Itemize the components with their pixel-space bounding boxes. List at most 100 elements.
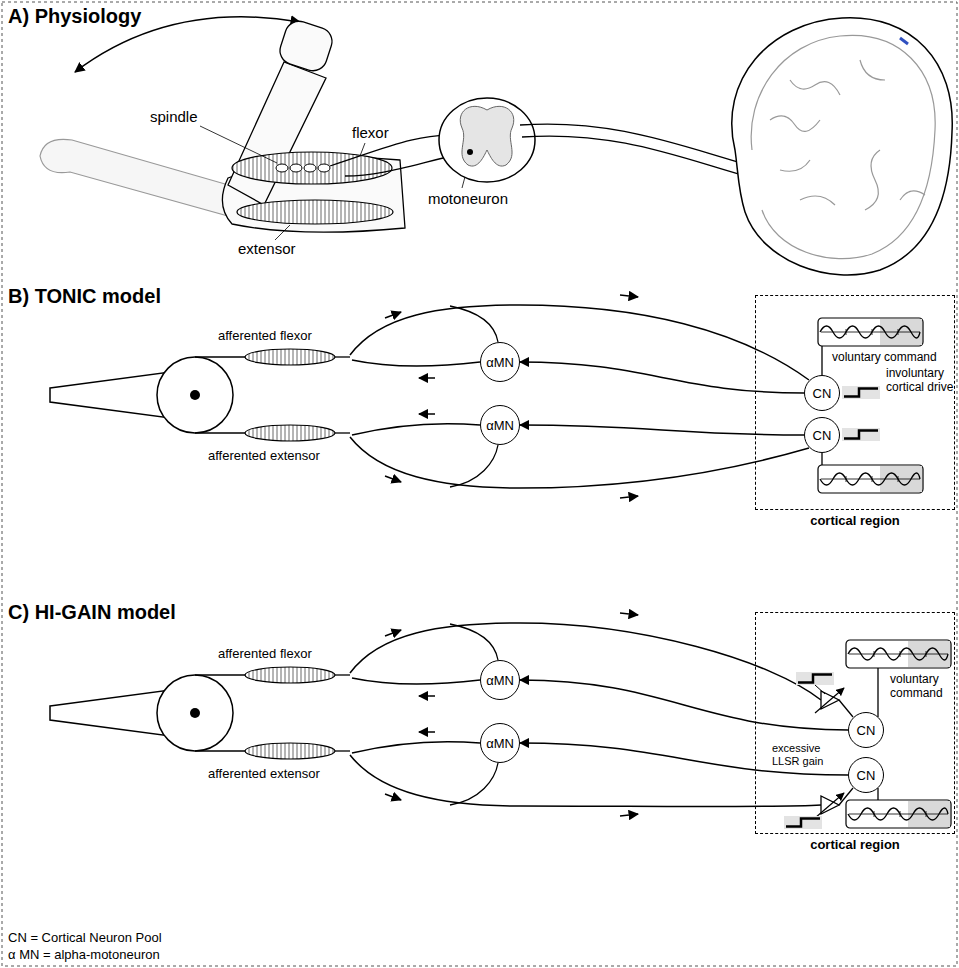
drawing-stroke [732, 18, 952, 275]
drawing-stroke [460, 106, 514, 166]
drawing-stroke [232, 152, 392, 184]
drawing-stroke [796, 672, 834, 685]
drawing-stroke [877, 668, 878, 717]
part-label: motoneuron [428, 190, 508, 208]
gain-label-text: excessive LLSR gain [772, 742, 823, 767]
drawing-stroke [467, 149, 473, 155]
drawing-stroke [276, 18, 335, 75]
node-text: αMN [486, 418, 514, 433]
drawing-stroke [40, 139, 232, 216]
drawing-stroke [439, 98, 535, 182]
drawing-stroke [842, 428, 880, 441]
signal-label: voluntary command [890, 672, 952, 701]
muscle-label-text: afferented extensor [208, 766, 320, 781]
drawing-stroke [815, 685, 825, 694]
muscle-label-text: afferented flexor [218, 646, 312, 661]
drawing-stroke [770, 60, 925, 210]
cortical-neuron-circle: CN [804, 375, 840, 411]
cortical-neuron-circle: CN [804, 417, 840, 453]
node-text: CN [857, 723, 876, 738]
efferent-connector [520, 680, 848, 730]
region-border [755, 295, 955, 510]
panel-title: A) Physiology [8, 4, 141, 28]
cortical-neuron-circle: CN [848, 757, 884, 793]
node-text: CN [857, 768, 876, 783]
drawing-stroke [276, 164, 288, 172]
drawing-stroke [275, 225, 290, 240]
drawing-stroke [839, 700, 853, 717]
node-text: αMN [486, 673, 514, 688]
drawing-stroke [318, 164, 330, 172]
muscle-label: afferented extensor [208, 448, 320, 464]
signal-label-text: voluntary command [832, 350, 937, 364]
drawing-stroke [818, 465, 923, 493]
abbreviation-note-text: α MN = alpha-motoneuron [8, 947, 160, 962]
part-label: spindle [150, 108, 198, 126]
drawing-stroke [304, 164, 316, 172]
drawing-stroke [50, 295, 638, 498]
drawing-stroke [784, 816, 822, 829]
node-text: CN [813, 386, 832, 401]
muscle-label: afferented extensor [208, 766, 320, 782]
muscle-label: afferented flexor [218, 328, 312, 344]
drawing-stroke [237, 200, 393, 224]
cortical-region: cortical region CN CN [755, 295, 955, 532]
drawing-stroke [846, 800, 951, 828]
muscle-label-text: afferented flexor [218, 328, 312, 343]
node-text: CN [813, 428, 832, 443]
motoneuron-circle: αMN [480, 405, 520, 445]
muscle-label-text: afferented extensor [208, 448, 320, 463]
drawing-stroke [877, 788, 878, 800]
panel-title-text: A) Physiology [8, 5, 141, 27]
drawing-stroke [350, 305, 809, 380]
efferent-connector [520, 425, 804, 435]
drawing-stroke [200, 126, 277, 163]
drawing-stroke [846, 640, 951, 668]
abbreviation-note-text: CN = Cortical Neuron Pool [8, 930, 162, 945]
drawing-stroke [842, 386, 880, 399]
signal-label-text: involuntary cortical drive [886, 366, 953, 394]
motoneuron-circle: αMN [480, 342, 520, 382]
motoneuron-circle: αMN [480, 723, 520, 763]
part-label-text: extensor [238, 240, 296, 257]
part-label: flexor [352, 124, 389, 142]
node-text: αMN [486, 355, 514, 370]
drawing-stroke [821, 346, 822, 375]
drawing-stroke [751, 35, 935, 258]
part-label-text: motoneuron [428, 190, 508, 207]
signal-label: involuntary cortical drive [886, 366, 956, 395]
part-label: extensor [238, 240, 296, 258]
cortical-neuron-circle: CN [848, 712, 884, 748]
region-label: cortical region [755, 837, 955, 852]
efferent-connector [520, 362, 804, 393]
panel-title-text: C) HI-GAIN model [8, 601, 176, 623]
drawing-stroke [815, 688, 844, 713]
drawing-stroke [290, 164, 302, 172]
drawing-stroke [815, 793, 844, 818]
region-label: cortical region [755, 513, 955, 528]
drawing-stroke [350, 623, 821, 700]
panel-title-text: B) TONIC model [8, 285, 161, 307]
drawing-stroke [821, 453, 822, 465]
cortical-region: cortical region CN CN [755, 612, 955, 856]
drawing-stroke [360, 143, 365, 156]
signal-label: voluntary command [832, 350, 937, 364]
drawing-stroke [818, 318, 923, 346]
abbreviation-note: α MN = alpha-motoneuron [8, 947, 160, 963]
drawing-stroke [50, 613, 638, 816]
drawing-stroke [350, 755, 821, 807]
drawing-stroke [276, 164, 330, 172]
part-label-text: flexor [352, 124, 389, 141]
part-label-text: spindle [150, 108, 198, 125]
drawing-stroke [900, 38, 908, 44]
drawing-stroke [350, 437, 809, 488]
node-text: αMN [486, 736, 514, 751]
motoneuron-circle: αMN [480, 660, 520, 700]
muscle-label: afferented flexor [218, 646, 312, 662]
panel-title: C) HI-GAIN model [8, 600, 176, 624]
gain-label: excessive LLSR gain [772, 742, 838, 768]
